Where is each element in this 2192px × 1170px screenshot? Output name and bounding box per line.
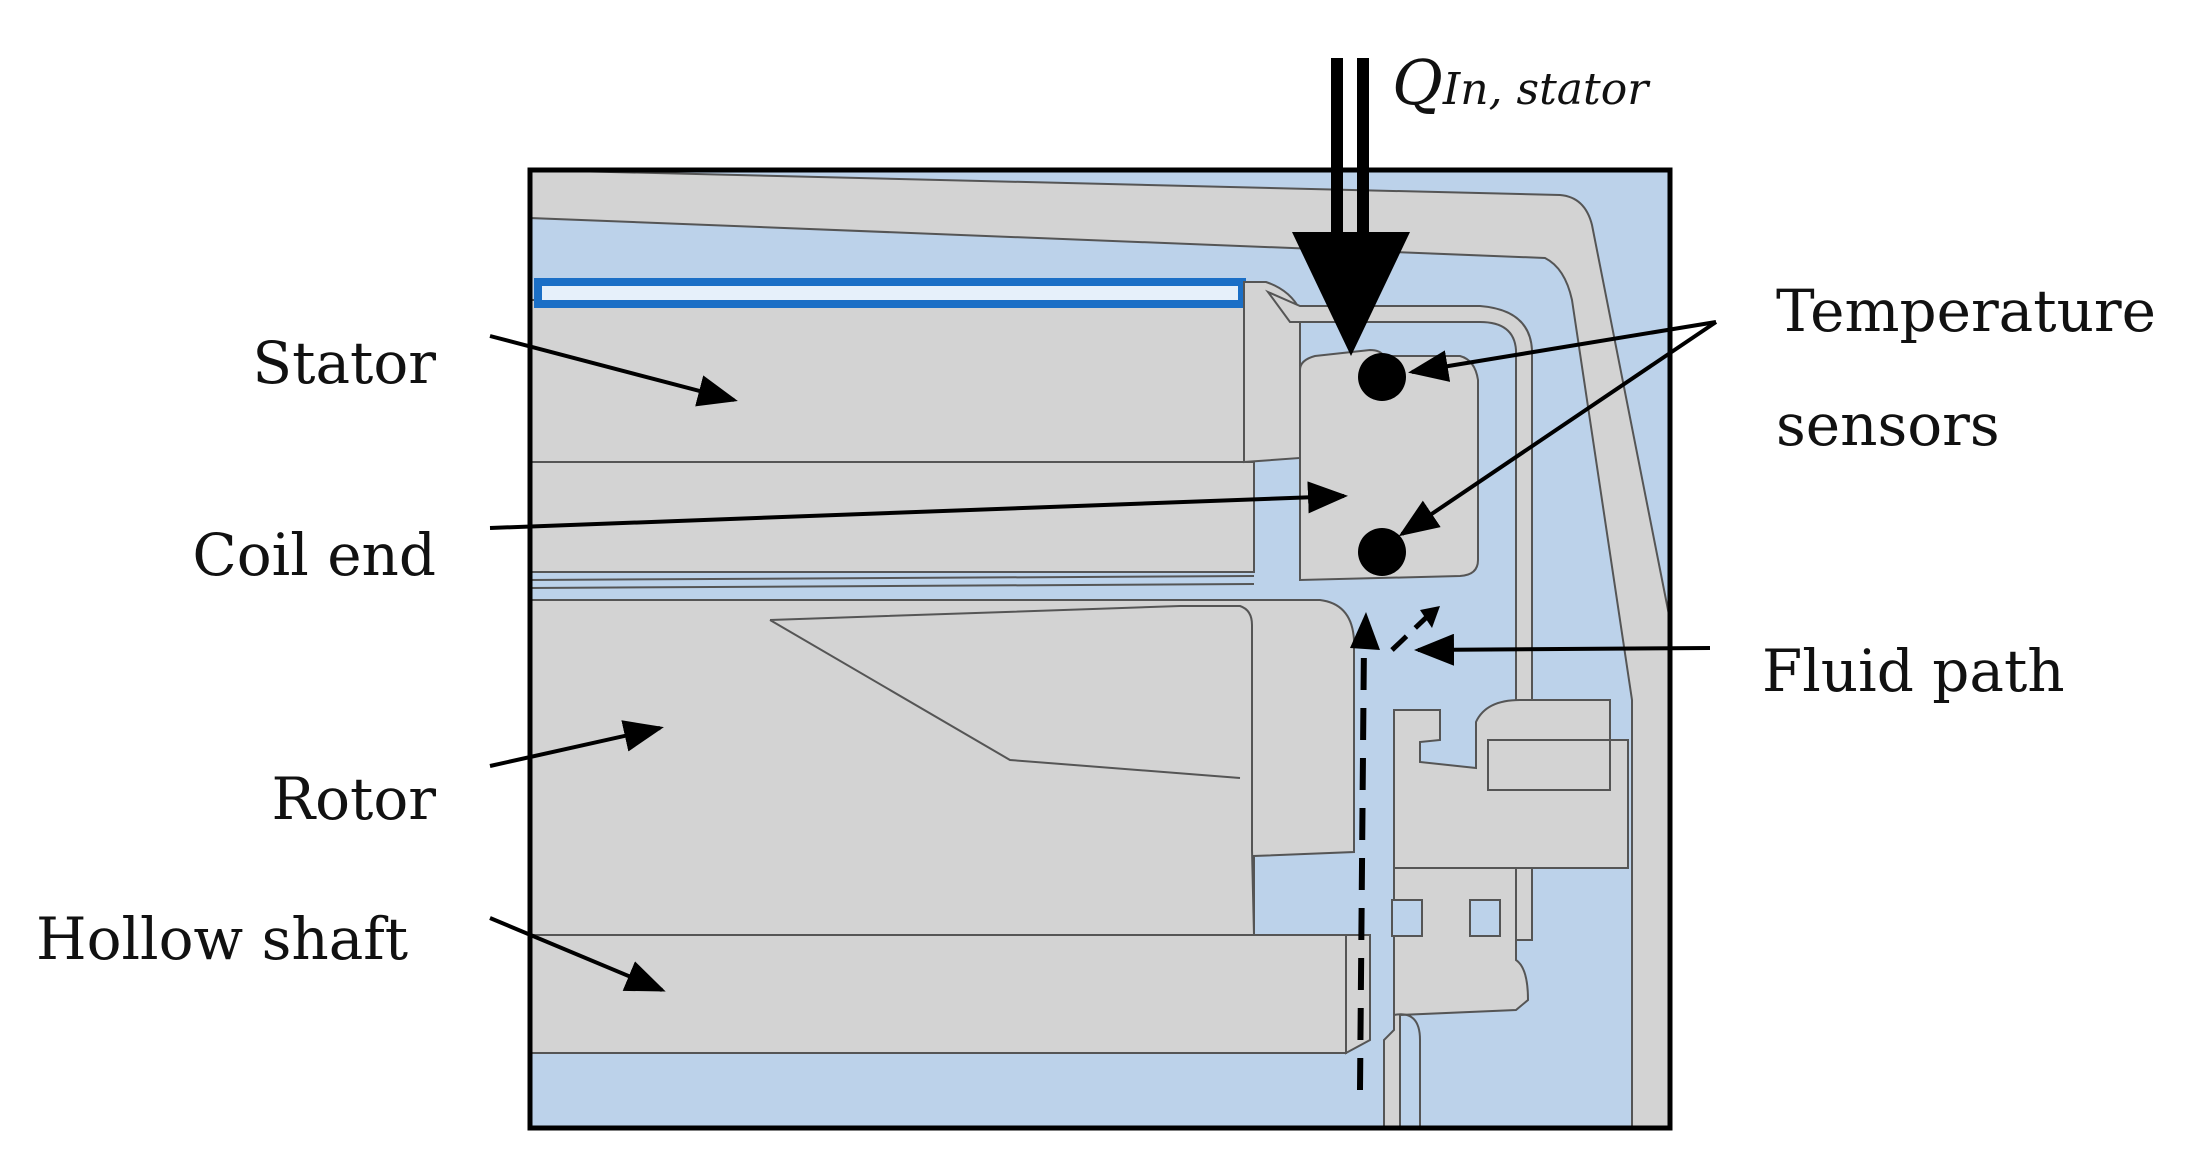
hollow-shaft	[529, 934, 1347, 1054]
fluid-path-leader-arrow	[1414, 633, 1711, 666]
rotor-leader-arrow	[489, 720, 664, 768]
fluid-path-label: Fluid path	[1762, 637, 2065, 705]
sensor-lower-leader-arrow	[1398, 320, 1718, 537]
temperature-sensors-label-line1: Temperature	[1776, 277, 2156, 345]
hollow-shaft-leader-arrow	[489, 916, 666, 992]
coil-end-label: Coil end	[192, 521, 436, 589]
heat-input-symbol: Q	[1392, 46, 1443, 119]
stator-slot-band	[529, 461, 1255, 573]
heat-input-label: QIn, stator	[1392, 52, 1648, 114]
rotor-label: Rotor	[271, 765, 436, 833]
sensor-upper-leader-arrow	[1408, 320, 1717, 382]
fluid-path-line	[1357, 639, 1367, 1091]
rotor-magnet-pocket	[769, 605, 1255, 936]
temperature-sensor-lower	[1358, 528, 1406, 576]
stator-leader-arrow	[489, 334, 738, 407]
bearing-slot-right	[1469, 899, 1501, 937]
heat-input-subscript: In, stator	[1442, 64, 1649, 115]
fluid-path-arrowhead	[1350, 612, 1380, 650]
hollow-shaft-label: Hollow shaft	[36, 905, 409, 973]
heat-input-arrowhead	[1292, 232, 1410, 356]
fluid-path-swirl	[1390, 612, 1432, 652]
temperature-sensors-label-line2: sensors	[1776, 391, 2000, 459]
stator-label: Stator	[252, 329, 436, 397]
end-cap-channel	[1264, 289, 1533, 941]
coil-end-leader-arrow	[489, 481, 1348, 530]
bearing-slot-left	[1391, 899, 1423, 937]
temperature-sensor-upper	[1358, 353, 1406, 401]
rotor	[529, 599, 1355, 936]
stator-cooling-channel	[534, 278, 1246, 308]
bearing-assembly	[1393, 699, 1629, 869]
stator-core	[529, 299, 1245, 463]
